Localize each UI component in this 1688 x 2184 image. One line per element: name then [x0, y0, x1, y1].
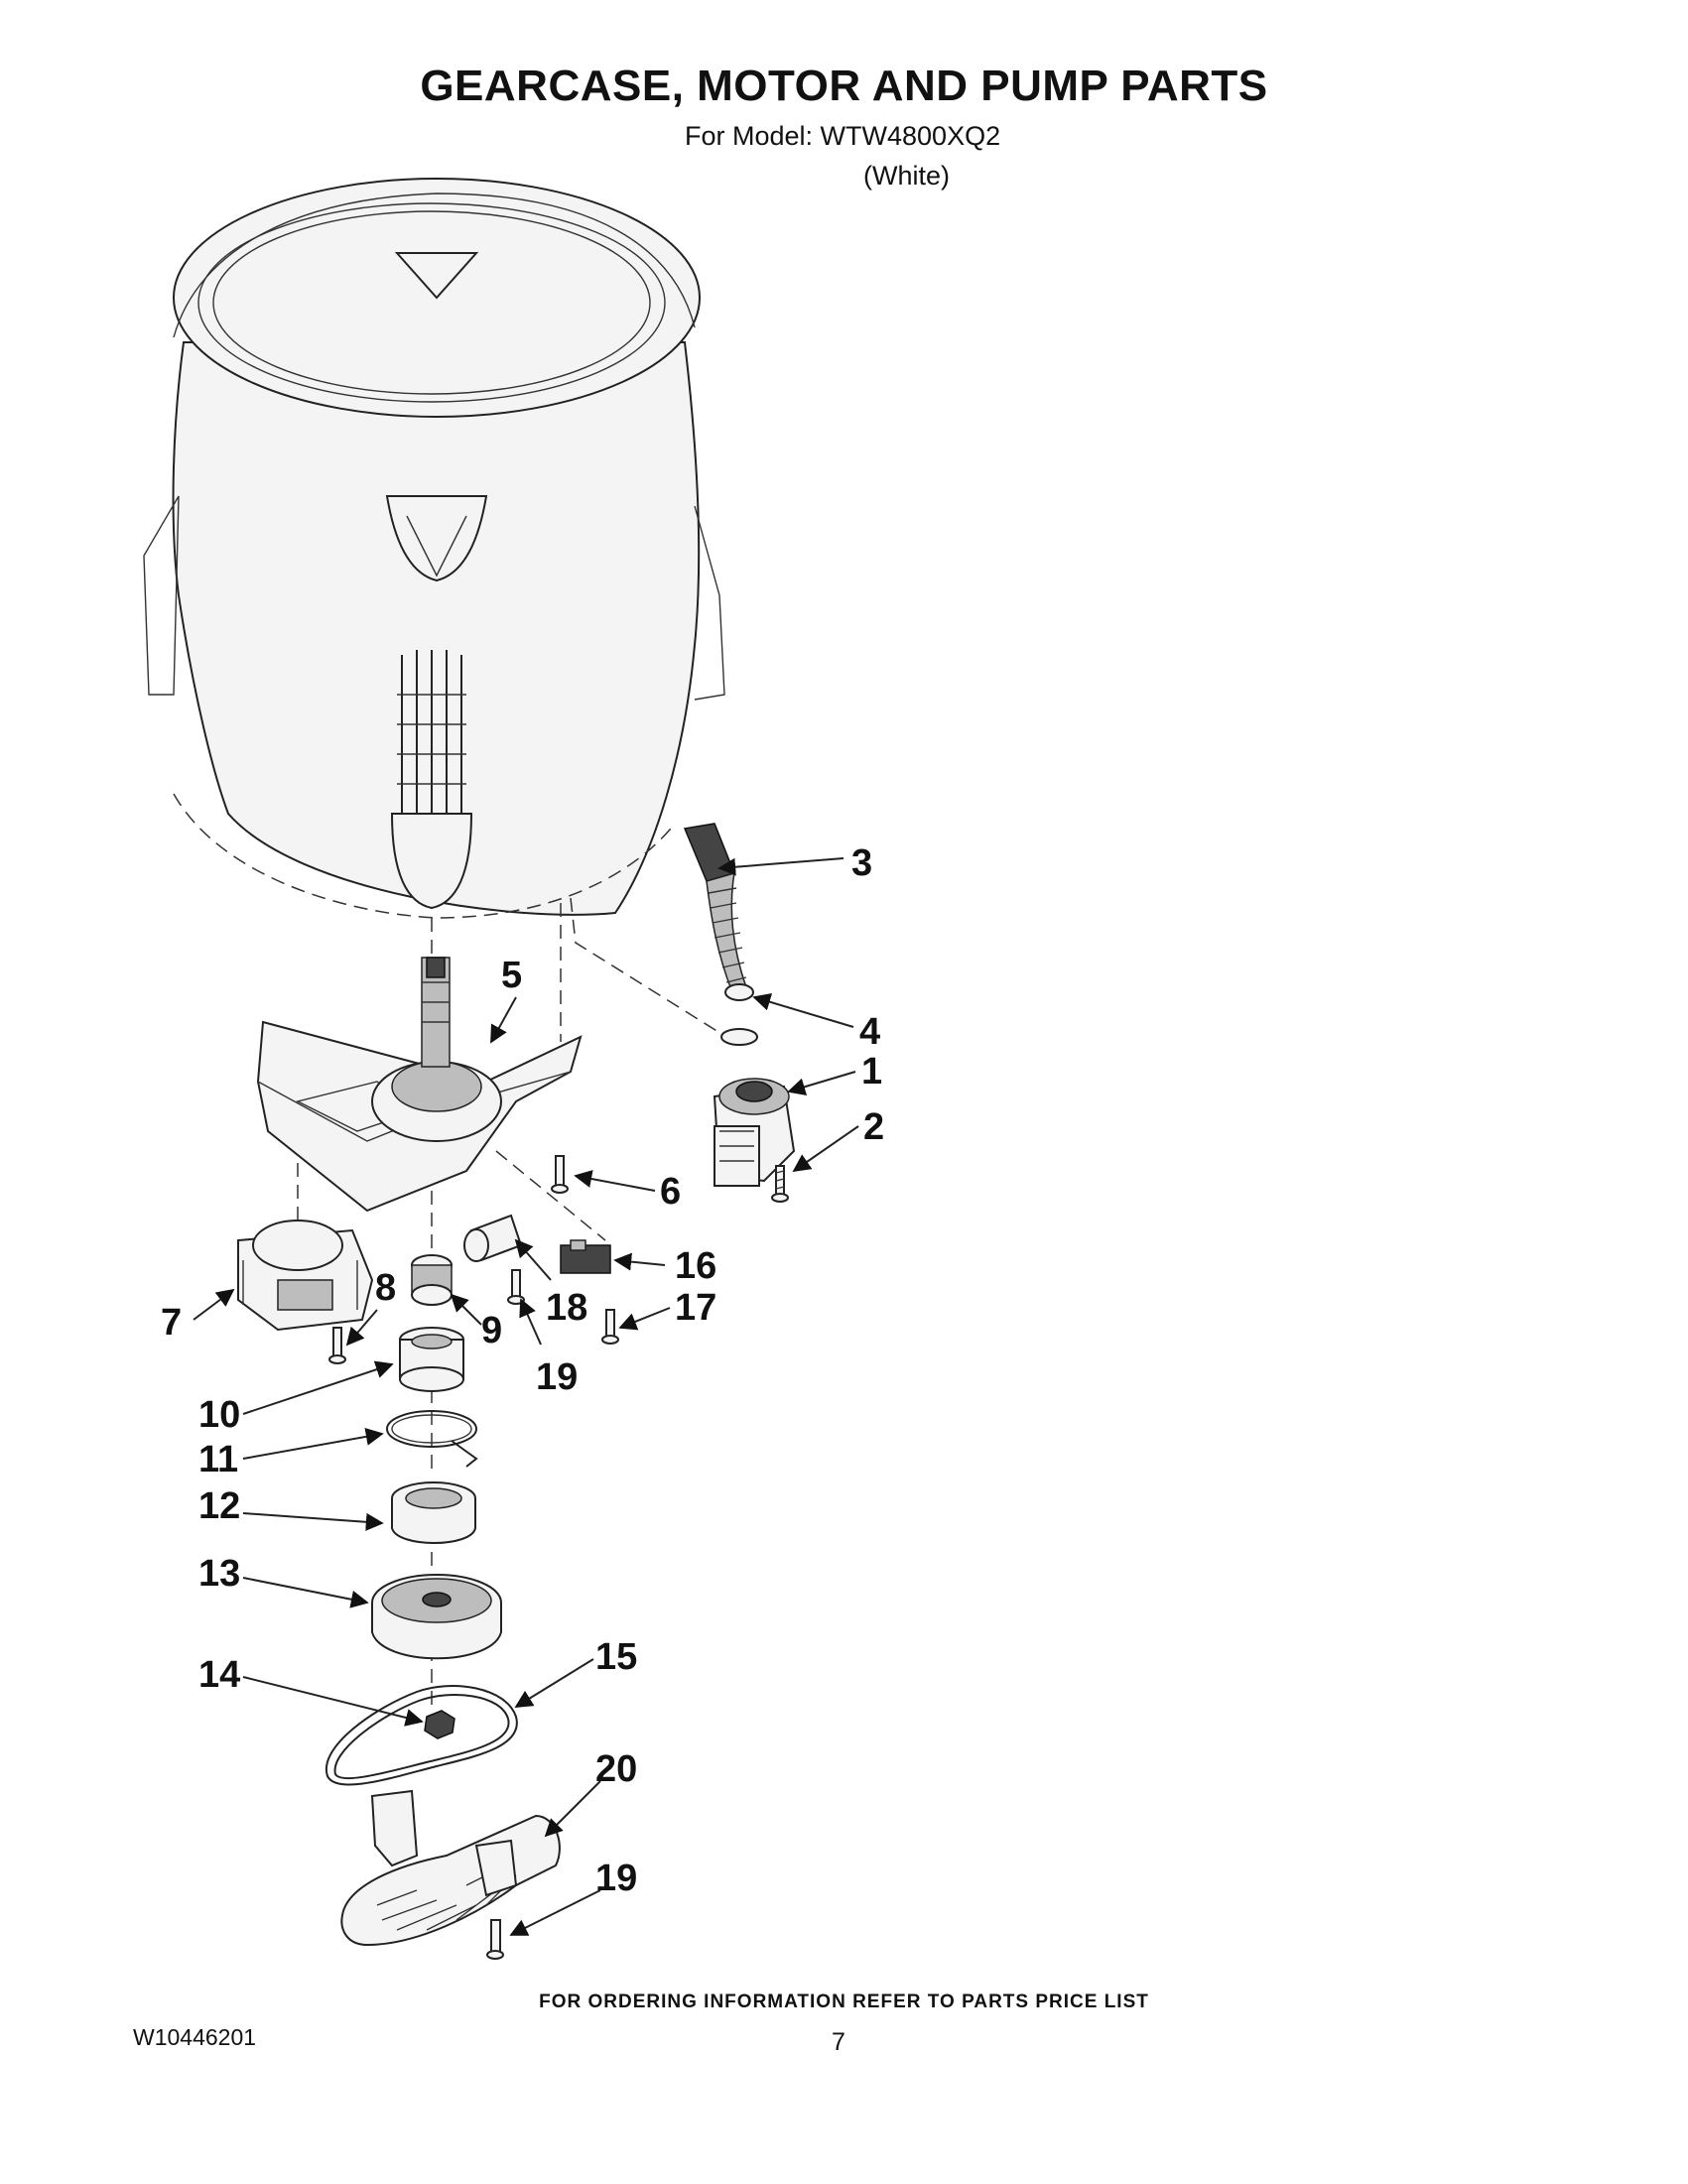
- callout-14: 14: [198, 1654, 240, 1696]
- part-20-shield: [340, 1789, 561, 1947]
- callout-5: 5: [501, 955, 522, 996]
- callout-15: 15: [595, 1636, 637, 1678]
- part-4-clamp: [720, 1028, 758, 1046]
- part-6-screw: [551, 1155, 569, 1194]
- part-10-hub: [399, 1327, 464, 1392]
- color-line: (White): [863, 161, 950, 191]
- part-1-drain-pump: [713, 1078, 796, 1187]
- part-8-screw: [328, 1327, 346, 1364]
- callout-16: 16: [675, 1245, 716, 1287]
- part-18-capacitor: [463, 1214, 523, 1262]
- part-19-screw-middle: [507, 1269, 525, 1305]
- part-16-switch: [560, 1239, 611, 1274]
- part-3-drain-hose: [683, 823, 754, 1001]
- leader-lines: [193, 857, 859, 1936]
- page-number: 7: [832, 2028, 845, 2056]
- part-17-screw: [601, 1309, 619, 1345]
- part-5-gearcase: [256, 957, 583, 1213]
- outer-tub: [143, 178, 725, 919]
- callout-2: 2: [863, 1106, 884, 1148]
- callout-9: 9: [481, 1310, 502, 1351]
- part-12-clutch: [391, 1481, 476, 1544]
- page-title: GEARCASE, MOTOR AND PUMP PARTS: [420, 62, 1268, 110]
- callout-labels: 3 4 1 2 5 6 7 8 9 10 11 12 13 14 15 16 1…: [161, 842, 884, 1899]
- part-2-screw: [771, 1165, 789, 1203]
- callout-10: 10: [198, 1394, 240, 1436]
- callout-7: 7: [161, 1302, 182, 1344]
- callout-20: 20: [595, 1748, 637, 1790]
- callout-19-bottom: 19: [595, 1858, 637, 1899]
- part-13-pulley: [371, 1574, 502, 1660]
- part-19-screw-bottom: [486, 1919, 504, 1960]
- callout-19: 19: [536, 1356, 578, 1398]
- callout-12: 12: [198, 1485, 240, 1527]
- callout-4: 4: [859, 1011, 880, 1053]
- callout-13: 13: [198, 1553, 240, 1595]
- callout-6: 6: [660, 1171, 681, 1213]
- tub-ribs: [390, 650, 473, 910]
- part-15-belt: [325, 1685, 518, 1786]
- callout-8: 8: [375, 1267, 396, 1309]
- callout-11: 11: [198, 1439, 238, 1480]
- part-14-nut: [424, 1710, 455, 1739]
- callout-3: 3: [851, 842, 872, 884]
- ordering-info: FOR ORDERING INFORMATION REFER TO PARTS …: [539, 1991, 1149, 2012]
- callout-17: 17: [675, 1287, 716, 1329]
- callout-18: 18: [546, 1287, 587, 1329]
- part-7-motor: [237, 1220, 374, 1332]
- part-11-ring: [386, 1410, 478, 1468]
- document-number: W10446201: [133, 2024, 257, 2050]
- callout-1: 1: [861, 1051, 882, 1092]
- model-line: For Model: WTW4800XQ2: [685, 121, 1001, 151]
- part-9-coupler: [411, 1254, 453, 1306]
